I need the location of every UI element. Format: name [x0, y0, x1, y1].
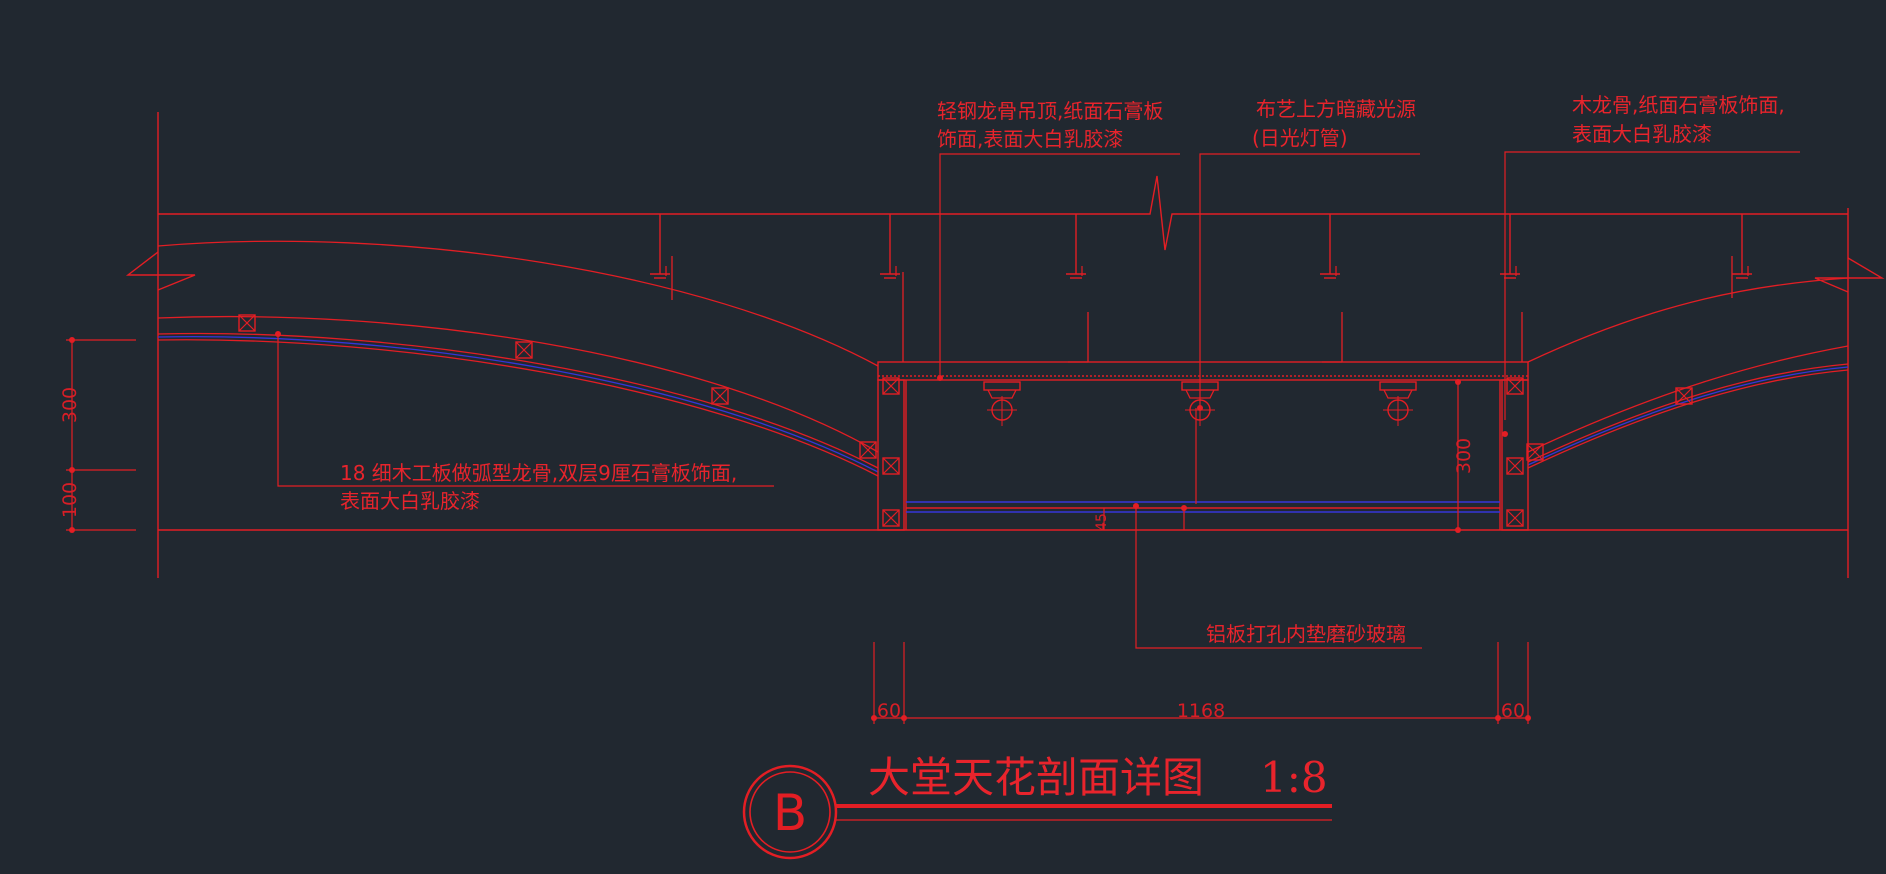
- ceiling-hangers: [649, 213, 1753, 363]
- dim-box-300: 300: [1453, 438, 1475, 474]
- dimension-lines: [66, 339, 1529, 724]
- label-light-steel-line2: 饰面,表面大白乳胶漆: [937, 127, 1123, 151]
- drawing-scale: 1:8: [1260, 753, 1328, 802]
- dim-gap-45: 45: [1094, 513, 1110, 531]
- section-symbol-letter: B: [773, 784, 807, 842]
- label-wood-keel-line1: 木龙骨,纸面石膏板饰面,: [1572, 93, 1785, 117]
- label-aluminum-panel: 铝板打孔内垫磨砂玻璃: [1206, 622, 1406, 646]
- central-light-box: [877, 361, 1529, 531]
- right-arched-ceiling: [1527, 277, 1849, 469]
- label-wood-keel-line2: 表面大白乳胶漆: [1572, 122, 1712, 146]
- dim-bottom-60-right: 60: [1501, 700, 1525, 722]
- dimension-dots: [69, 337, 1531, 721]
- left-arched-ceiling: [157, 240, 879, 477]
- dim-bottom-60-left: 60: [877, 700, 901, 722]
- leader-lines: [277, 151, 1800, 649]
- label-fabric-light-line2: (日光灯管): [1252, 126, 1348, 150]
- section-symbol-inner: [749, 771, 831, 853]
- label-light-steel-line1: 轻钢龙骨吊顶,纸面石膏板: [937, 99, 1163, 123]
- section-symbol-outer: [742, 764, 838, 860]
- label-arc-keel-line1: 18 细木工板做弧型龙骨,双层9厘石膏板饰面,: [340, 461, 737, 485]
- dimension-texts: 300 100 300 45 60 1168 60: [59, 387, 1525, 722]
- dim-left-300: 300: [59, 387, 81, 423]
- label-fabric-light-line1: 布艺上方暗藏光源: [1256, 97, 1416, 121]
- drawing-title: 大堂天花剖面详图: [868, 753, 1204, 802]
- dim-bottom-1168: 1168: [1177, 700, 1225, 722]
- structure-lines: [125, 112, 1885, 578]
- annotation-texts: 轻钢龙骨吊顶,纸面石膏板 饰面,表面大白乳胶漆 布艺上方暗藏光源 (日光灯管) …: [340, 93, 1785, 646]
- dim-left-100: 100: [59, 482, 81, 518]
- label-arc-keel-line2: 表面大白乳胶漆: [340, 489, 480, 513]
- drawing-title-block: B 大堂天花剖面详图 1:8: [742, 753, 1332, 860]
